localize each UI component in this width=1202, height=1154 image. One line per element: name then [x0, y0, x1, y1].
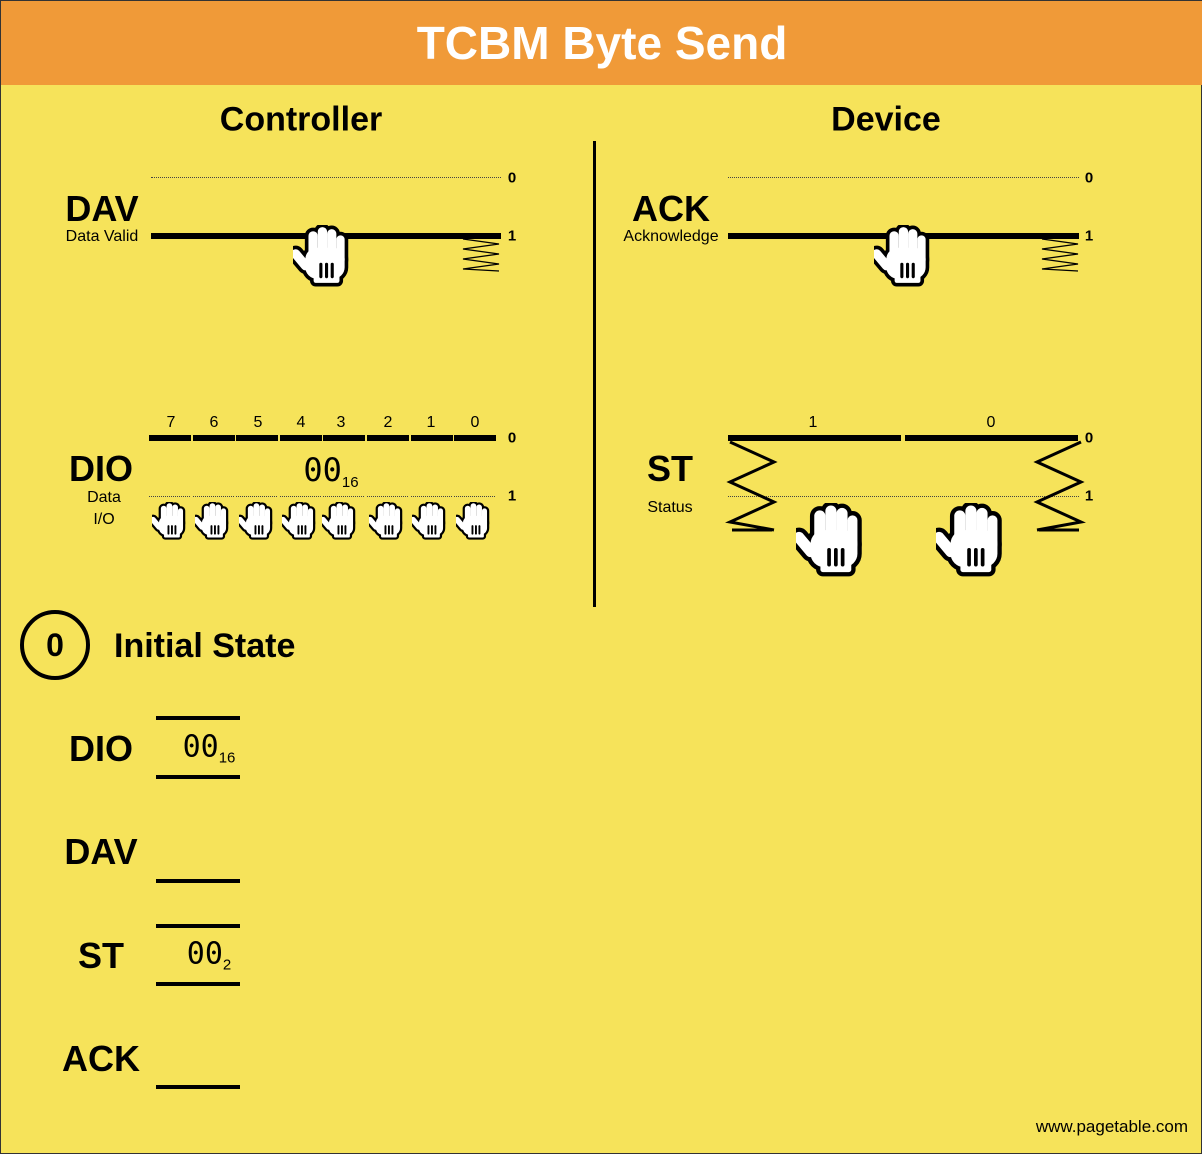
ack-level-1: 1: [1084, 227, 1094, 245]
title-bar: [1, 1, 1202, 85]
dio-bit-label: 6: [209, 414, 219, 431]
hand-icon[interactable]: [293, 225, 357, 287]
step-number-badge: 0: [20, 610, 90, 680]
dio-label: DIO: [68, 448, 134, 489]
state-st-line-bottom: [156, 982, 240, 986]
dio-description-1: Data: [87, 489, 121, 506]
page-title: TCBM Byte Send: [416, 17, 788, 69]
dio-bit-line: [280, 435, 322, 441]
dio-bit-label: 4: [296, 414, 306, 431]
state-ack-line: [156, 1085, 240, 1089]
dio-level-1: 1: [507, 487, 517, 505]
hand-icon[interactable]: [412, 502, 450, 540]
hand-icon[interactable]: [239, 502, 277, 540]
ack-label: ACK: [632, 188, 710, 229]
device-heading: Device: [831, 100, 941, 139]
dio-value: 0016: [303, 451, 359, 491]
dav-label: DAV: [65, 188, 139, 229]
dav-level-0: 0: [507, 169, 517, 187]
state-dav-line: [156, 879, 240, 883]
st-description: Status: [647, 499, 693, 516]
spring-icon: [725, 440, 778, 532]
state-dio-line-top: [156, 716, 240, 720]
dio-bit-label: 1: [426, 414, 436, 431]
st-bit-label: 1: [808, 414, 818, 431]
hand-icon[interactable]: [874, 225, 938, 287]
st-bit-0-line: [905, 435, 1078, 441]
dav-level-1: 1: [507, 227, 517, 245]
hand-icon[interactable]: [796, 503, 872, 577]
hand-icon[interactable]: [322, 502, 360, 540]
dio-bit-level-1-line: [236, 496, 277, 497]
ack-description: Acknowledge: [623, 228, 719, 245]
dio-bit-line: [411, 435, 453, 441]
dio-bit-level-1-line: [323, 496, 364, 497]
st-bit-1-line: [728, 435, 901, 441]
hand-icon[interactable]: [936, 503, 1012, 577]
hand-icon[interactable]: [456, 502, 494, 540]
st-level-1: 1: [1084, 487, 1094, 505]
dio-bit-level-1-line: [367, 496, 408, 497]
dio-description-2: I/O: [93, 511, 115, 528]
dav-description: Data Valid: [65, 228, 139, 245]
dio-bit-label: 3: [336, 414, 346, 431]
dio-bit-level-1-line: [454, 496, 495, 497]
st-level-0: 0: [1084, 429, 1094, 447]
state-dio-line-bottom: [156, 775, 240, 779]
ack-level-0: 0: [1084, 169, 1094, 187]
st-level-1-line: [728, 496, 1079, 497]
dio-level-0: 0: [507, 429, 517, 447]
state-ack-label: ACK: [62, 1038, 140, 1079]
dio-bit-label: 0: [470, 414, 480, 431]
hand-icon[interactable]: [195, 502, 233, 540]
dio-bit-level-1-line: [193, 496, 234, 497]
dio-bit-line: [149, 435, 191, 441]
dio-bit-level-1-line: [411, 496, 452, 497]
dio-bit-label: 5: [253, 414, 263, 431]
st-bit-label: 0: [986, 414, 996, 431]
state-dav-label: DAV: [64, 831, 138, 872]
dio-bit-line: [367, 435, 409, 441]
dio-bit-line: [454, 435, 496, 441]
footer-url[interactable]: www.pagetable.com: [1035, 1117, 1188, 1136]
spring-icon: [1033, 440, 1086, 532]
st-label: ST: [646, 448, 694, 489]
dav-level-0-line: [151, 177, 501, 178]
dio-bit-line: [193, 435, 235, 441]
state-dio-label: DIO: [68, 728, 134, 769]
state-dio-value: 0016: [182, 729, 236, 767]
hand-icon[interactable]: [282, 502, 320, 540]
state-st-line-top: [156, 924, 240, 928]
section-divider: [593, 141, 596, 607]
state-st-value: 002: [186, 936, 232, 974]
ack-level-0-line: [728, 177, 1079, 178]
state-st-label: ST: [77, 935, 125, 976]
dio-bit-level-1-line: [149, 496, 190, 497]
hand-icon[interactable]: [369, 502, 407, 540]
spring-icon: [462, 238, 500, 272]
dio-bit-line: [323, 435, 365, 441]
spring-icon: [1041, 238, 1079, 272]
hand-icon[interactable]: [152, 502, 190, 540]
dio-bit-label: 2: [383, 414, 393, 431]
controller-heading: Controller: [219, 100, 383, 139]
dio-bit-label: 7: [166, 414, 176, 431]
dio-bit-line: [236, 435, 278, 441]
dio-bit-level-1-line: [280, 496, 321, 497]
step-label: Initial State: [114, 627, 296, 665]
